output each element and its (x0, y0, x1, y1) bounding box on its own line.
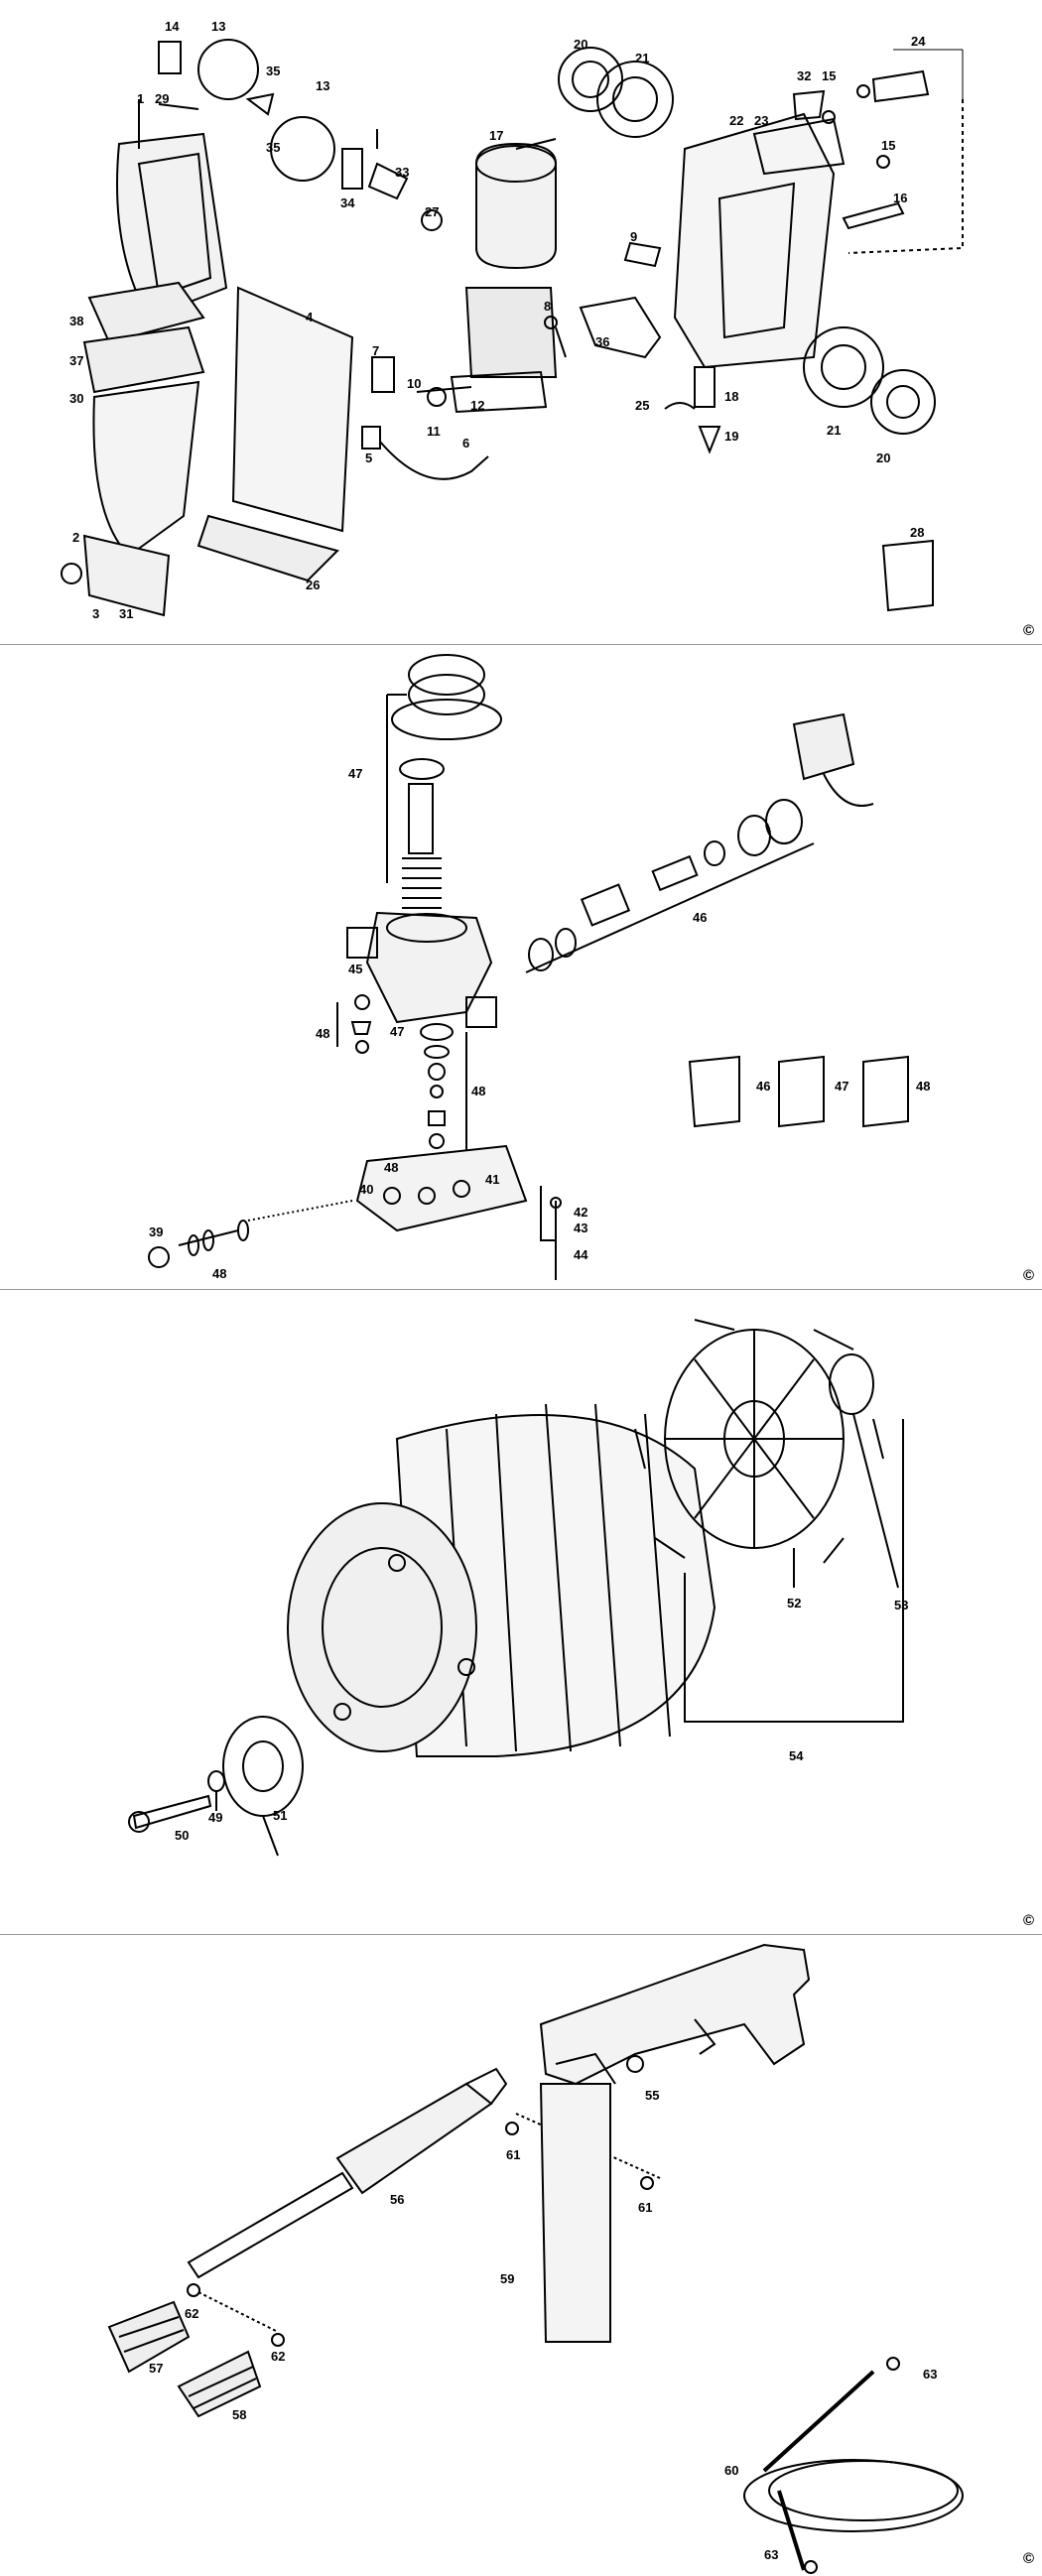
callout-label: 35 (266, 64, 281, 78)
callout-label: 46 (693, 910, 708, 925)
callout-label: 17 (489, 128, 504, 143)
callout-label: 21 (635, 51, 650, 65)
callout-label: 51 (273, 1808, 288, 1823)
callout-label: 24 (911, 34, 926, 49)
callout-label: 27 (425, 204, 440, 219)
callout-label: 47 (348, 766, 363, 781)
callout-label: 6 (462, 436, 470, 451)
callout-label: 14 (165, 19, 180, 34)
callout-label: 57 (149, 2361, 164, 2376)
callout-label: 9 (630, 229, 638, 244)
callout-label: 50 (175, 1828, 190, 1843)
callout-label: 13 (316, 78, 330, 93)
callout-label: 32 (797, 68, 812, 83)
callout-label: 49 (208, 1810, 223, 1825)
callout-label: 8 (544, 299, 552, 314)
callout-label: 29 (155, 91, 170, 106)
callout-label: 47 (835, 1079, 849, 1094)
callout-label: 10 (407, 376, 422, 391)
callout-label: 19 (724, 429, 739, 444)
callout-label: 25 (635, 398, 650, 413)
callout-label: 21 (827, 423, 842, 438)
callout-label: 42 (574, 1205, 588, 1220)
callout-label: 30 (69, 391, 84, 406)
callout-label: 43 (574, 1221, 588, 1235)
callout-label: 39 (149, 1224, 164, 1239)
callout-label: 48 (212, 1266, 227, 1281)
callout-label: 12 (470, 398, 485, 413)
callout-label: 54 (789, 1748, 804, 1763)
main-unit-drawing (61, 39, 964, 617)
callout-label: 34 (340, 195, 355, 210)
copyright-mark: © (1022, 1912, 1034, 1929)
callout-label: 48 (471, 1084, 486, 1098)
callout-label: 48 (916, 1079, 931, 1094)
callout-label: 48 (384, 1160, 399, 1175)
callout-label: 26 (306, 578, 321, 592)
callout-label: 15 (881, 138, 896, 153)
callout-label: 41 (485, 1172, 500, 1187)
callout-label: 58 (232, 2407, 247, 2422)
callout-label: 1 (137, 91, 145, 106)
callout-label: 20 (876, 451, 891, 465)
callout-label: 7 (372, 343, 380, 358)
callout-label: 35 (266, 140, 281, 155)
copyright-mark: © (1022, 2550, 1034, 2567)
motor-drawing (128, 1319, 904, 1857)
callout-label: 62 (271, 2349, 286, 2364)
callout-label: 5 (365, 451, 373, 465)
callout-label: 45 (348, 962, 363, 976)
callout-label: 2 (72, 530, 80, 545)
callout-label: 55 (645, 2088, 660, 2103)
callout-label: 38 (69, 314, 84, 328)
callout-label: 33 (395, 165, 410, 180)
callout-label: 60 (724, 2463, 739, 2478)
callout-label: 18 (724, 389, 739, 404)
callout-label: 46 (756, 1079, 771, 1094)
callout-label: 61 (638, 2200, 653, 2215)
callout-label: 3 (92, 606, 100, 621)
exploded-view-gun-and-accessories: 55 61 61 56 62 62 57 58 59 63 60 63 © (0, 1935, 1042, 2576)
callout-label: 22 (729, 113, 744, 128)
callout-label: 40 (359, 1182, 374, 1197)
callout-label: 52 (787, 1596, 802, 1610)
accessories-drawing (107, 1943, 964, 2574)
callout-label: 47 (390, 1024, 405, 1039)
pump-drawing (148, 654, 909, 1280)
callout-label: 37 (69, 353, 84, 368)
callout-label: 11 (427, 424, 441, 439)
callout-label: 13 (211, 19, 226, 34)
exploded-view-motor: 52 53 54 50 49 51 © (0, 1290, 1042, 1935)
callout-label: 53 (894, 1598, 909, 1612)
callout-label: 44 (574, 1247, 588, 1262)
callout-label: 61 (506, 2147, 521, 2162)
copyright-mark: © (1022, 622, 1034, 639)
callout-label: 56 (390, 2192, 405, 2207)
callout-label: 28 (910, 525, 925, 540)
callout-label: 31 (119, 606, 134, 621)
callout-label: 62 (185, 2306, 199, 2321)
callout-label: 48 (316, 1026, 330, 1041)
callout-label: 15 (822, 68, 837, 83)
callout-label: 63 (764, 2547, 779, 2562)
copyright-mark: © (1022, 1267, 1034, 1284)
callout-label: 23 (754, 113, 769, 128)
callout-label: 36 (595, 334, 610, 349)
callout-label: 63 (923, 2367, 938, 2382)
callout-label: 20 (574, 37, 588, 52)
exploded-view-pump: 47 46 45 47 48 48 48 41 40 42 43 44 39 4… (0, 645, 1042, 1290)
callout-label: 59 (500, 2271, 515, 2286)
callout-label: 16 (893, 191, 908, 205)
callout-label: 4 (306, 310, 314, 324)
exploded-view-main-unit: 14 13 35 35 13 1 29 17 20 21 24 32 15 22… (0, 0, 1042, 645)
